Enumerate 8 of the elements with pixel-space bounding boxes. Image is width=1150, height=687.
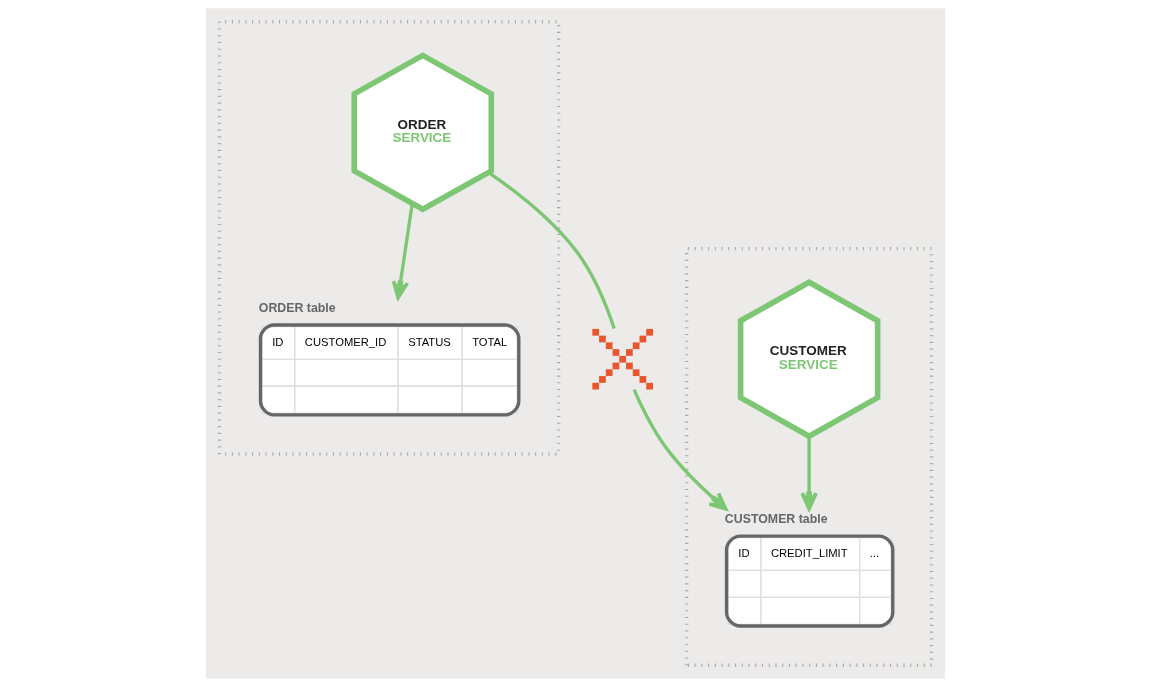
node-label: CUSTOMER table <box>724 511 828 526</box>
cluster <box>684 246 933 667</box>
cluster <box>217 20 560 456</box>
arrow <box>632 388 728 511</box>
connector <box>487 171 616 330</box>
arrow <box>391 203 414 300</box>
arrow <box>799 436 818 511</box>
node-label: ORDER table <box>258 300 336 315</box>
